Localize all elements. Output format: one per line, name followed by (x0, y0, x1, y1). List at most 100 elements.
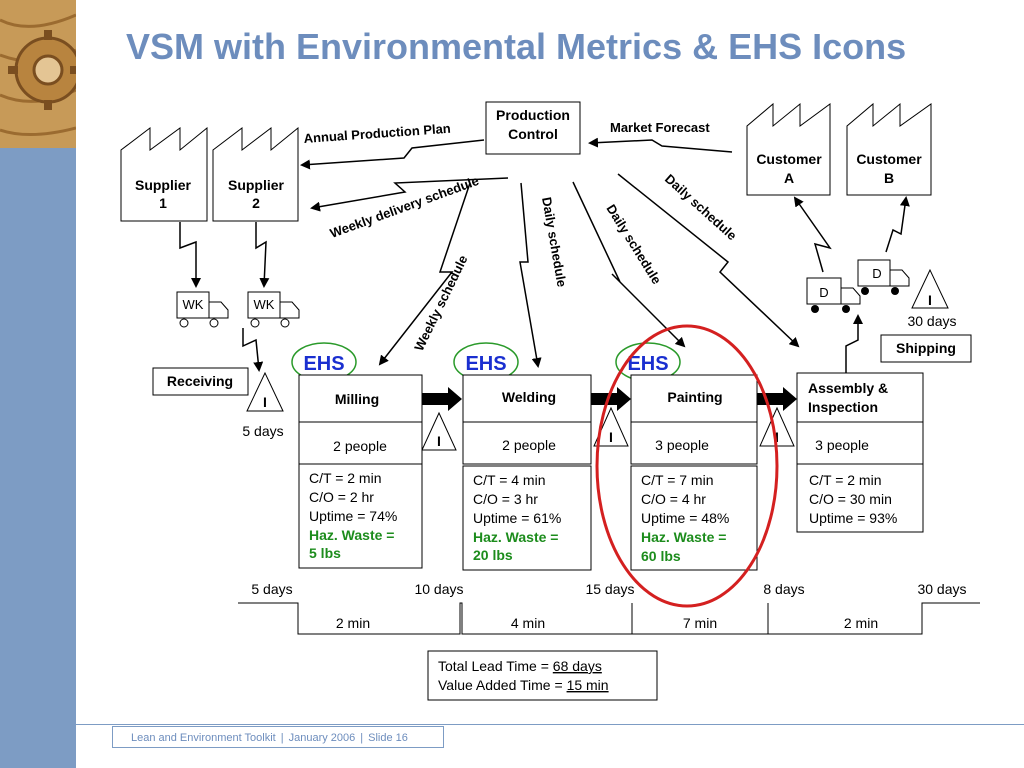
timeline-ladder (238, 602, 980, 635)
inventory-icon: I (911, 268, 949, 309)
info-flow-arrows (179, 137, 910, 376)
footer-date: January 2006 (288, 732, 356, 744)
process-box-welding: Welding 2 people (462, 374, 592, 465)
production-control-label-2: Control (508, 126, 558, 142)
customer-a-factory-icon: Customer A (746, 102, 831, 196)
market-forecast-arrow (588, 137, 733, 153)
cycle-time: C/T = 7 min (641, 472, 714, 488)
truck-icon: WK (247, 291, 300, 328)
footer-divider (76, 724, 1024, 725)
uptime: Uptime = 93% (809, 510, 897, 526)
market-forecast-label: Market Forecast (610, 120, 710, 135)
inventory-receiving-mark: I (263, 394, 267, 410)
process-name-1: Assembly & (808, 380, 888, 396)
haz-waste-value: 5 lbs (309, 545, 341, 561)
customer-b-label-2: B (884, 170, 894, 186)
lead-time-summary: Total Lead Time = 68 days Value Added Ti… (427, 650, 658, 701)
inventory-icon: I (593, 406, 629, 447)
haz-waste: Haz. Waste = (309, 527, 394, 543)
changeover: C/O = 30 min (809, 491, 892, 507)
haz-waste-value: 60 lbs (641, 548, 681, 564)
customer-b-factory-icon: Customer B (846, 102, 932, 196)
daily-schedule-painting-arrow (572, 181, 686, 348)
data-box-painting: C/T = 7 min C/O = 4 hr Uptime = 48% Haz.… (630, 465, 758, 571)
supplier-1-label-1: Supplier (135, 177, 192, 193)
shipping-label: Shipping (896, 340, 956, 356)
value-added-time: Value Added Time = 15 min (438, 677, 609, 693)
footer-toolkit: Lean and Environment Toolkit (131, 732, 276, 744)
highlight-circle (595, 324, 779, 608)
annual-plan-arrow (300, 139, 485, 170)
production-control-label-1: Production (496, 107, 570, 123)
truck-icon: WK (176, 291, 229, 328)
process-people: 2 people (502, 437, 556, 453)
truck-icon: D (806, 277, 861, 313)
weekly-delivery-arrow (310, 177, 509, 212)
weekly-schedule-arrow (378, 182, 471, 366)
total-lead-time-value: 68 days (553, 658, 602, 674)
changeover: C/O = 2 hr (309, 489, 374, 505)
process-box-milling: Milling 2 people (298, 374, 423, 465)
truck-icon: D (857, 259, 910, 295)
inventory-icon: I (759, 406, 795, 447)
timeline-minutes: 2 min (844, 615, 878, 631)
supplier-1-factory-icon: Supplier 1 (120, 126, 208, 222)
footer-separator: | (280, 732, 284, 744)
timeline-days: 8 days (763, 581, 804, 597)
shipping-arrow (845, 314, 863, 376)
daily-schedule-welding-arrow (519, 182, 542, 368)
ehs-label: EHS (303, 353, 344, 375)
shipping-box: Shipping (880, 334, 972, 363)
cycle-time: C/T = 2 min (309, 470, 382, 486)
timeline-days: 5 days (251, 581, 292, 597)
ehs-label: EHS (465, 353, 506, 375)
outbound-truck-2-label: D (819, 285, 828, 300)
uptime: Uptime = 61% (473, 510, 561, 526)
inventory-mark: I (609, 429, 613, 445)
inventory-icon: I (421, 411, 457, 451)
outbound-truck-1-label: D (872, 266, 881, 281)
daily-schedule-label-1: Daily schedule (539, 196, 570, 288)
process-box-assembly: Assembly & Inspection 3 people (796, 372, 924, 465)
process-name: Welding (502, 389, 556, 405)
process-people: 3 people (655, 437, 709, 453)
process-box-painting: Painting 3 people (630, 374, 758, 465)
daily-schedule-assembly-arrow (617, 173, 800, 348)
process-name: Painting (667, 389, 722, 405)
cycle-time: C/T = 4 min (473, 472, 546, 488)
receiving-label: Receiving (167, 373, 233, 389)
ehs-icon: EHS (615, 342, 681, 382)
customer-a-label-1: Customer (756, 151, 822, 167)
supplier-2-truck-arrow (255, 222, 270, 288)
value-added-time-value: 15 min (567, 677, 609, 693)
daily-schedule-label-3: Daily schedule (662, 171, 740, 243)
changeover: C/O = 3 hr (473, 491, 538, 507)
timeline-minutes: 7 min (683, 615, 717, 631)
ehs-icon: EHS (453, 342, 519, 382)
receiving-arrow (242, 328, 264, 372)
uptime: Uptime = 74% (309, 508, 397, 524)
uptime: Uptime = 48% (641, 510, 729, 526)
data-box-welding: C/T = 4 min C/O = 3 hr Uptime = 61% Haz.… (462, 465, 592, 571)
ehs-label: EHS (627, 353, 668, 375)
process-people: 2 people (333, 438, 387, 454)
production-control-box: Production Control (485, 101, 581, 155)
customer-b-label-1: Customer (856, 151, 922, 167)
timeline-minutes: 2 min (336, 615, 370, 631)
annual-plan-label: Annual Production Plan (303, 121, 451, 146)
truck-1-label: WK (183, 297, 204, 312)
supplier-2-label-2: 2 (252, 195, 260, 211)
data-box-milling: C/T = 2 min C/O = 2 hr Uptime = 74% Haz.… (298, 463, 423, 569)
inventory-icon: I (246, 371, 284, 412)
slide-title: VSM with Environmental Metrics & EHS Ico… (126, 26, 907, 67)
supplier-2-label-1: Supplier (228, 177, 285, 193)
process-name-2: Inspection (808, 399, 878, 415)
haz-waste-value: 20 lbs (473, 547, 513, 563)
haz-waste: Haz. Waste = (473, 529, 558, 545)
haz-waste: Haz. Waste = (641, 529, 726, 545)
receiving-box: Receiving (152, 367, 249, 396)
customer-a-label-2: A (784, 170, 794, 186)
receiving-days: 5 days (242, 423, 283, 439)
process-people: 3 people (815, 437, 869, 453)
